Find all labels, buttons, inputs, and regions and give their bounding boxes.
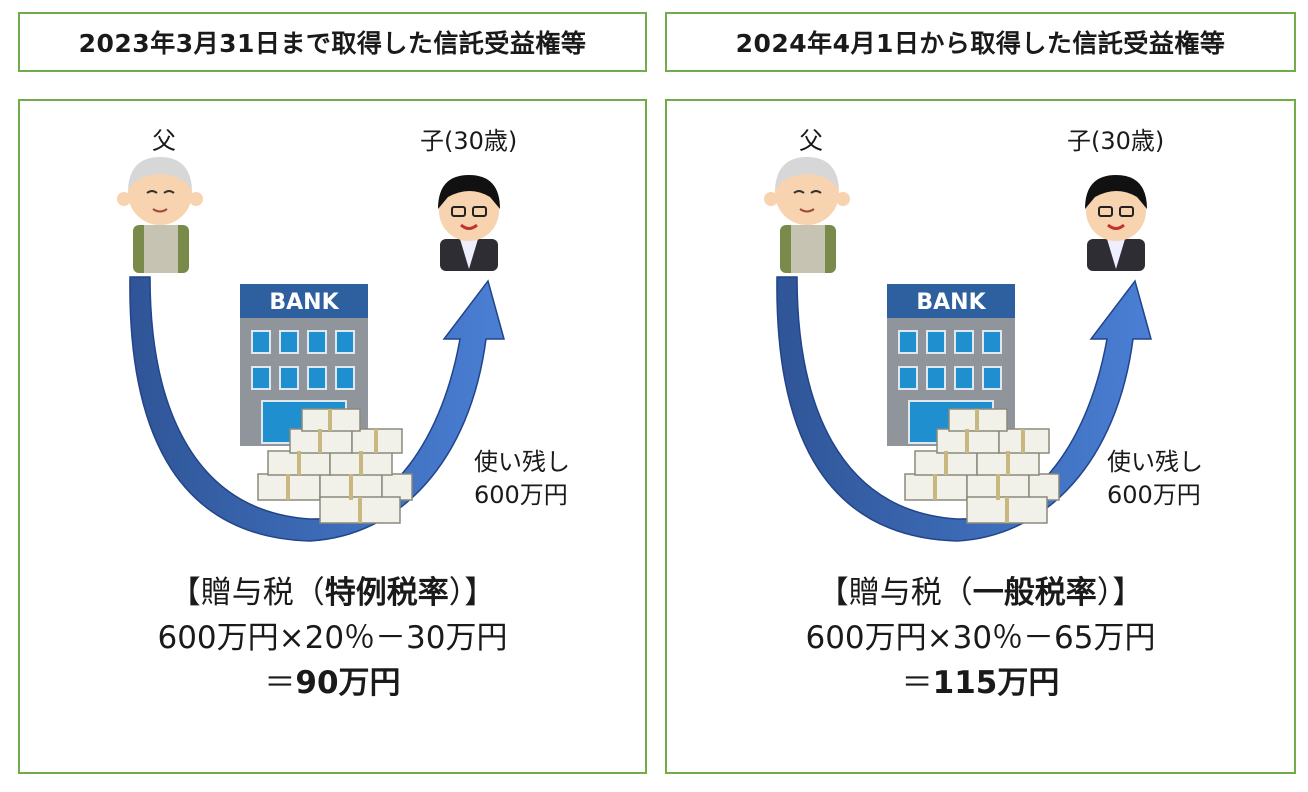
child-label: 子(30歳): [420, 127, 518, 155]
panel-right: 父 子(30歳): [665, 99, 1296, 774]
father-label: 父: [799, 127, 823, 155]
remainder-line1: 使い残し: [1107, 448, 1203, 476]
tax-calculation: 600万円×20％－30万円: [157, 620, 508, 656]
rate-type: 特例税率: [324, 575, 449, 611]
bank-sign: BANK: [916, 290, 986, 315]
remainder-label: 使い残し 600万円: [1107, 446, 1203, 512]
gift-flow-figure: BANK: [117, 157, 505, 542]
header-left: 2023年3月31日まで取得した信託受益権等: [18, 12, 647, 72]
tax-result: ＝90万円: [264, 665, 401, 701]
tax-result: ＝115万円: [901, 665, 1060, 701]
tax-calculation: 600万円×30％－65万円: [805, 620, 1156, 656]
remainder-amount: 600万円: [474, 481, 568, 509]
tax-title: 【贈与税（一般税率）】: [817, 575, 1144, 611]
remainder-line1: 使い残し: [474, 448, 570, 476]
tax-title: 【贈与税（特例税率）】: [169, 575, 496, 611]
child-icon: [438, 175, 500, 271]
child-label: 子(30歳): [1067, 127, 1165, 155]
gift-flow-figure: BANK: [764, 157, 1152, 542]
remainder-amount: 600万円: [1107, 481, 1201, 509]
panel-left: 父 子(30歳): [18, 99, 647, 774]
money-stack-icon: [257, 408, 413, 524]
father-icon: [764, 157, 850, 273]
rate-type: 一般税率: [972, 575, 1097, 611]
tax-formula: 【贈与税（特例税率）】 600万円×20％－30万円 ＝90万円: [20, 571, 645, 706]
father-icon: [117, 157, 203, 273]
tax-formula: 【贈与税（一般税率）】 600万円×30％－65万円 ＝115万円: [667, 571, 1294, 706]
child-icon: [1085, 175, 1147, 271]
father-label: 父: [152, 127, 176, 155]
bank-sign: BANK: [269, 290, 339, 315]
money-stack-icon: [904, 408, 1060, 524]
remainder-label: 使い残し 600万円: [474, 446, 570, 512]
header-right: 2024年4月1日から取得した信託受益権等: [665, 12, 1296, 72]
